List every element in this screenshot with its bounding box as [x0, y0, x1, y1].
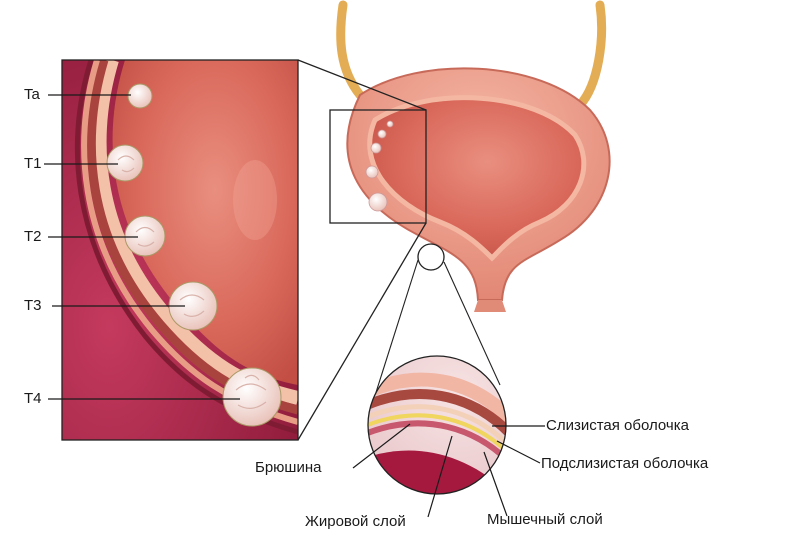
tumor-t4 [222, 367, 282, 427]
left-ureter [336, 0, 365, 100]
zoom-connector-right [443, 261, 501, 386]
bladder-tumors [365, 120, 394, 212]
right-ureter [575, 0, 607, 110]
layer-label-submucosa: Подслизистая оболочка [541, 455, 709, 472]
stage-label-t1: T1 [24, 155, 42, 172]
stage-leaders [44, 94, 240, 400]
tumor-t1 [106, 144, 144, 182]
zoom-frame [367, 355, 507, 495]
urethra [474, 300, 506, 312]
connector-bottom [297, 222, 427, 441]
wall-detail-marker [417, 243, 445, 271]
stage-label-t2: T2 [24, 228, 42, 245]
layer-label-peritoneum: Брюшина [255, 459, 322, 476]
bladder-inner-cavity [367, 95, 587, 262]
layer-leaders [352, 423, 545, 518]
tumor-ta [127, 83, 153, 109]
stage-tumors [106, 83, 282, 427]
layer-label-muscle: Мышечный слой [487, 511, 603, 528]
tumor-t2 [124, 215, 166, 257]
layer-label-mucosa: Слизистая оболочка [546, 417, 689, 434]
stage-label-t4: T4 [24, 390, 42, 407]
detail-selection-box [329, 109, 427, 224]
layer-label-fat: Жировой слой [305, 513, 406, 530]
stage-label-ta: Ta [24, 86, 40, 103]
connector-top [297, 59, 427, 111]
inset-frame [61, 59, 299, 441]
stage-label-t3: T3 [24, 297, 42, 314]
zoom-connector-left [371, 259, 419, 406]
